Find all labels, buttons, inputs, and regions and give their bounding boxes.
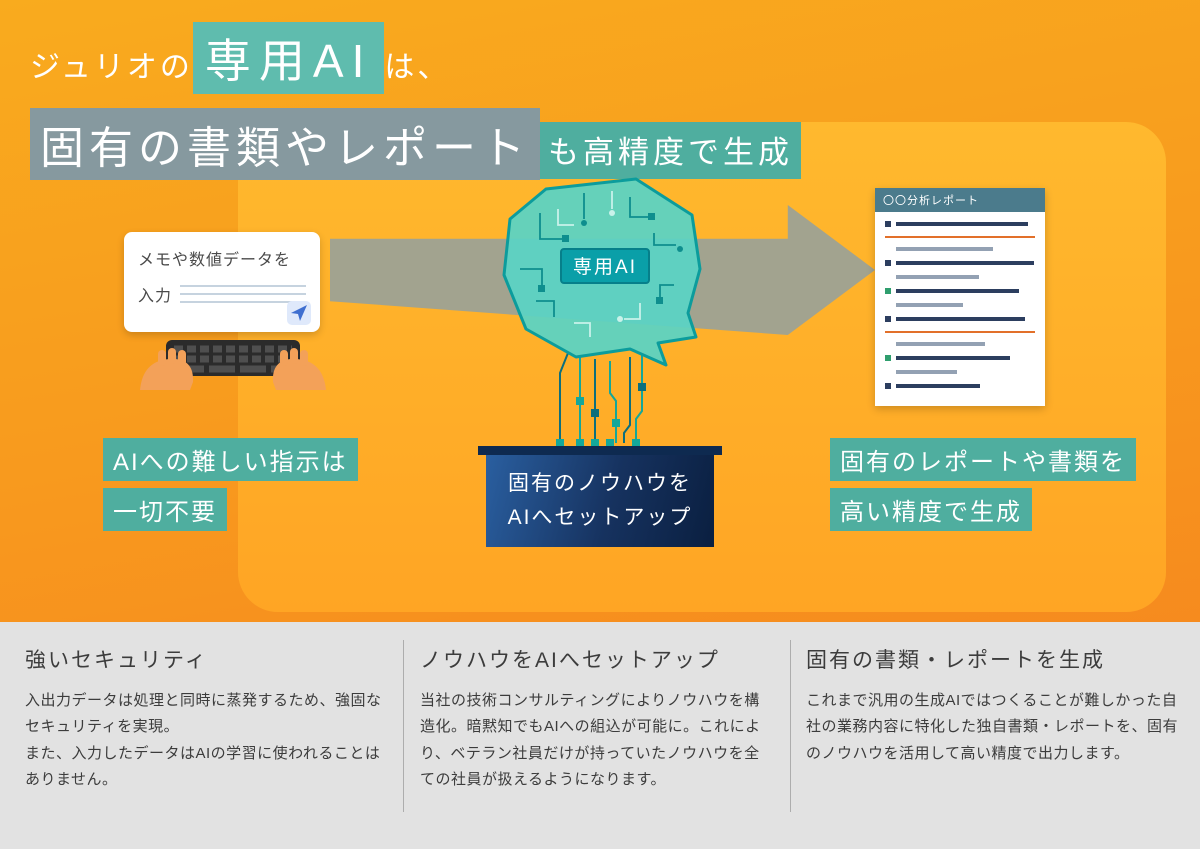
- setup-box: 固有のノウハウを AIへセットアップ: [486, 455, 714, 547]
- column-divider: [403, 640, 404, 812]
- report-line: [885, 221, 1035, 227]
- report-line: [896, 275, 1035, 279]
- report-document: 〇〇分析レポート: [875, 188, 1045, 406]
- feature-documents: 固有の書類・レポートを生成 これまで汎用の生成AIではつくることが難しかった自社…: [806, 644, 1180, 767]
- feature-security: 強いセキュリティ 入出力データは処理と同時に蒸発するため、強固なセキュリティを実…: [25, 644, 390, 793]
- caption-left-line1: AIへの難しい指示は: [103, 438, 358, 481]
- caption-left: AIへの難しい指示は 一切不要: [103, 438, 358, 538]
- report-title: 〇〇分析レポート: [875, 188, 1045, 212]
- caption-right-line1: 固有のレポートや書類を: [830, 438, 1136, 481]
- report-line: [885, 383, 1035, 389]
- caption-right: 固有のレポートや書類を 高い精度で生成: [830, 438, 1136, 538]
- headline-highlight-docs: 固有の書類やレポート: [30, 108, 540, 180]
- left-hand: [140, 348, 194, 390]
- ai-brain-illustration: 専用AI: [502, 177, 702, 447]
- caption-left-line2: 一切不要: [103, 488, 227, 531]
- feature-body: 当社の技術コンサルティングによりノウハウを構造化。暗黙知でもAIへの組込が可能に…: [420, 692, 761, 788]
- report-line: [896, 342, 1035, 346]
- feature-title: 強いセキュリティ: [25, 649, 208, 672]
- feature-knowhow: ノウハウをAIへセットアップ 当社の技術コンサルティングによりノウハウを構造化。…: [420, 644, 772, 793]
- report-line: [896, 370, 1035, 374]
- ruled-lines: [180, 285, 306, 306]
- headline-line2-suffix: も高精度で生成: [540, 122, 801, 179]
- headline-prefix: ジュリオの: [30, 51, 193, 84]
- headline-suffix: は、: [384, 51, 451, 84]
- report-line: [885, 316, 1035, 322]
- report-line: [896, 247, 1035, 251]
- report-line: [885, 288, 1035, 294]
- input-card-row: 入力: [138, 282, 306, 306]
- headline-highlight-ai: 専用AI: [192, 22, 385, 94]
- report-line: [885, 355, 1035, 361]
- feature-body: 入出力データは処理と同時に蒸発するため、強固なセキュリティを実現。 また、入力し…: [25, 692, 382, 788]
- typing-hands-illustration: [140, 340, 326, 390]
- input-card-text-line1: メモや数値データを: [138, 252, 292, 269]
- caption-right-line2: 高い精度で生成: [830, 488, 1032, 531]
- report-line: [885, 236, 1035, 238]
- input-card: メモや数値データを 入力: [124, 232, 320, 332]
- report-line: [885, 331, 1035, 333]
- column-divider: [790, 640, 791, 812]
- feature-title: ノウハウをAIへセットアップ: [420, 649, 720, 672]
- ai-label: 専用AI: [573, 256, 637, 278]
- right-hand: [272, 348, 326, 390]
- input-card-text-line2: 入力: [138, 288, 173, 305]
- feature-body: これまで汎用の生成AIではつくることが難しかった自社の業務内容に特化した独自書類…: [806, 692, 1179, 762]
- setup-board-bar: [478, 446, 722, 455]
- headline-line2: 固有の書類やレポートも高精度で生成: [30, 108, 801, 180]
- send-icon: [287, 301, 311, 325]
- setup-box-text: 固有のノウハウを AIへセットアップ: [507, 472, 693, 529]
- feature-title: 固有の書類・レポートを生成: [806, 649, 1105, 672]
- report-line: [885, 260, 1035, 266]
- report-line: [896, 303, 1035, 307]
- features-section: 強いセキュリティ 入出力データは処理と同時に蒸発するため、強固なセキュリティを実…: [0, 622, 1200, 849]
- report-content: [875, 212, 1045, 389]
